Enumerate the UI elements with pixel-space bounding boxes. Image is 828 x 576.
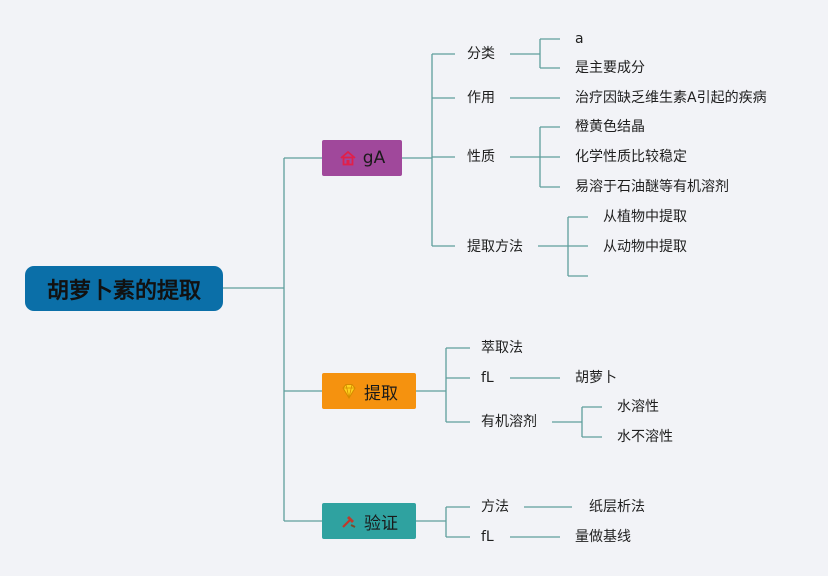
diamond-icon bbox=[342, 384, 356, 399]
leaf-node[interactable]: 水不溶性 bbox=[617, 429, 673, 445]
branch-node-ga[interactable]: gA bbox=[322, 140, 402, 176]
root-node[interactable]: 胡萝卜素的提取 bbox=[25, 266, 223, 311]
leaf-node[interactable]: 从动物中提取 bbox=[603, 239, 687, 255]
branch-node-extract[interactable]: 提取 bbox=[322, 373, 416, 409]
branch-label: gA bbox=[362, 148, 386, 168]
subtopic-node[interactable]: fL bbox=[481, 370, 494, 386]
root-label: 胡萝卜素的提取 bbox=[46, 278, 201, 304]
leaf-node[interactable]: 治疗因缺乏维生素A引起的疾病 bbox=[575, 90, 767, 106]
subtopic-node[interactable]: 有机溶剂 bbox=[481, 414, 537, 430]
subtopic-node[interactable]: 性质 bbox=[467, 149, 495, 165]
subtopic-node[interactable]: 提取方法 bbox=[467, 239, 523, 255]
tools-icon bbox=[342, 516, 356, 528]
house-icon bbox=[340, 150, 356, 166]
leaf-node[interactable]: 橙黄色结晶 bbox=[575, 119, 645, 135]
leaf-node[interactable]: 从植物中提取 bbox=[603, 209, 687, 225]
leaf-node[interactable]: 胡萝卜 bbox=[575, 370, 617, 386]
leaf-node[interactable]: 纸层析法 bbox=[589, 499, 645, 515]
subtopic-node[interactable]: 方法 bbox=[481, 499, 509, 515]
leaf-node[interactable]: 量做基线 bbox=[575, 529, 631, 545]
subtopic-node[interactable]: fL bbox=[481, 529, 494, 545]
subtopic-node[interactable]: 分类 bbox=[467, 46, 495, 62]
leaf-node[interactable]: 化学性质比较稳定 bbox=[575, 149, 687, 165]
subtopic-node[interactable]: 萃取法 bbox=[481, 340, 523, 356]
subtopic-node[interactable]: 作用 bbox=[467, 90, 495, 106]
branch-label: 验证 bbox=[364, 513, 398, 534]
leaf-node[interactable]: a bbox=[575, 31, 584, 47]
leaf-node[interactable]: 易溶于石油醚等有机溶剂 bbox=[575, 179, 729, 195]
leaf-node[interactable]: 是主要成分 bbox=[575, 60, 645, 76]
leaf-node[interactable]: 水溶性 bbox=[617, 399, 659, 415]
branch-label: 提取 bbox=[364, 383, 398, 404]
branch-node-verify[interactable]: 验证 bbox=[322, 503, 416, 539]
